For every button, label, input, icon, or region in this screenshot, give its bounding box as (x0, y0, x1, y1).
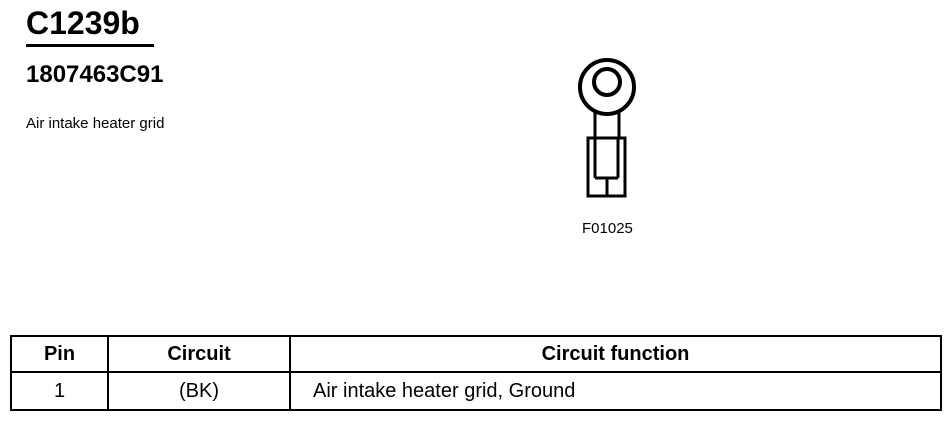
connector-id-underline (26, 44, 154, 47)
ring-terminal-icon (578, 58, 636, 198)
cell-pin: 1 (10, 371, 109, 411)
part-number: 1807463C91 (26, 61, 164, 88)
table-row: 1 (BK) Air intake heater grid, Ground (10, 371, 942, 411)
header-circuit: Circuit (107, 335, 291, 373)
header-circuit-function: Circuit function (289, 335, 942, 373)
cell-circuit-function: Air intake heater grid, Ground (289, 371, 942, 411)
figure-code: F01025 (582, 220, 633, 237)
header-pin: Pin (10, 335, 109, 373)
connector-id: C1239b (26, 5, 140, 41)
pin-table: Pin Circuit Circuit function 1 (BK) Air … (10, 335, 942, 411)
connector-description: Air intake heater grid (26, 115, 165, 132)
cell-circuit: (BK) (107, 371, 291, 411)
table-header-row: Pin Circuit Circuit function (10, 335, 942, 373)
